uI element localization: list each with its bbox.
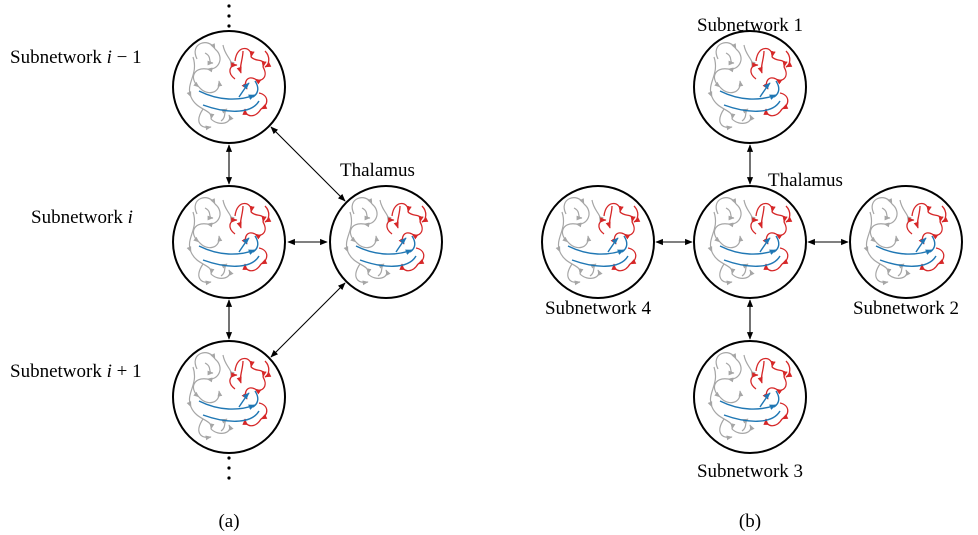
label-subnetwork-i-minus-1: Subnetwork i − 1 bbox=[10, 47, 142, 68]
panel-a: Subnetwork i − 1 Subnetwork i Subnetwork… bbox=[10, 4, 442, 532]
node-subnetwork-i bbox=[173, 186, 285, 298]
label-subnetwork-4: Subnetwork 4 bbox=[545, 298, 652, 319]
node-subnetwork-3 bbox=[694, 341, 806, 453]
node-thalamus-a bbox=[330, 186, 442, 298]
label-subnetwork-i-plus-1: Subnetwork i + 1 bbox=[10, 361, 142, 382]
label-subnetwork-3: Subnetwork 3 bbox=[697, 461, 803, 482]
node-subnetwork-i-minus-1 bbox=[173, 31, 285, 143]
edge-bot-thalamus bbox=[270, 282, 346, 358]
node-subnetwork-2 bbox=[850, 186, 962, 298]
label-subnetwork-i: Subnetwork i bbox=[31, 207, 133, 228]
label-subnetwork-2: Subnetwork 2 bbox=[853, 298, 959, 319]
ellipsis-top bbox=[227, 4, 231, 28]
node-subnetwork-4 bbox=[542, 186, 654, 298]
node-subnetwork-i-plus-1 bbox=[173, 341, 285, 453]
ellipsis-bottom bbox=[227, 456, 231, 480]
node-subnetwork-1 bbox=[694, 31, 806, 143]
caption-b: (b) bbox=[739, 511, 761, 532]
panel-b: Subnetwork 1 Thalamus Subnetwork 4 Subne… bbox=[542, 15, 962, 532]
label-thalamus-a: Thalamus bbox=[340, 160, 415, 181]
edge-top-thalamus bbox=[270, 126, 346, 202]
node-thalamus-b bbox=[694, 186, 806, 298]
label-subnetwork-1: Subnetwork 1 bbox=[697, 15, 803, 36]
caption-a: (a) bbox=[218, 511, 239, 532]
label-thalamus-b: Thalamus bbox=[768, 170, 843, 191]
